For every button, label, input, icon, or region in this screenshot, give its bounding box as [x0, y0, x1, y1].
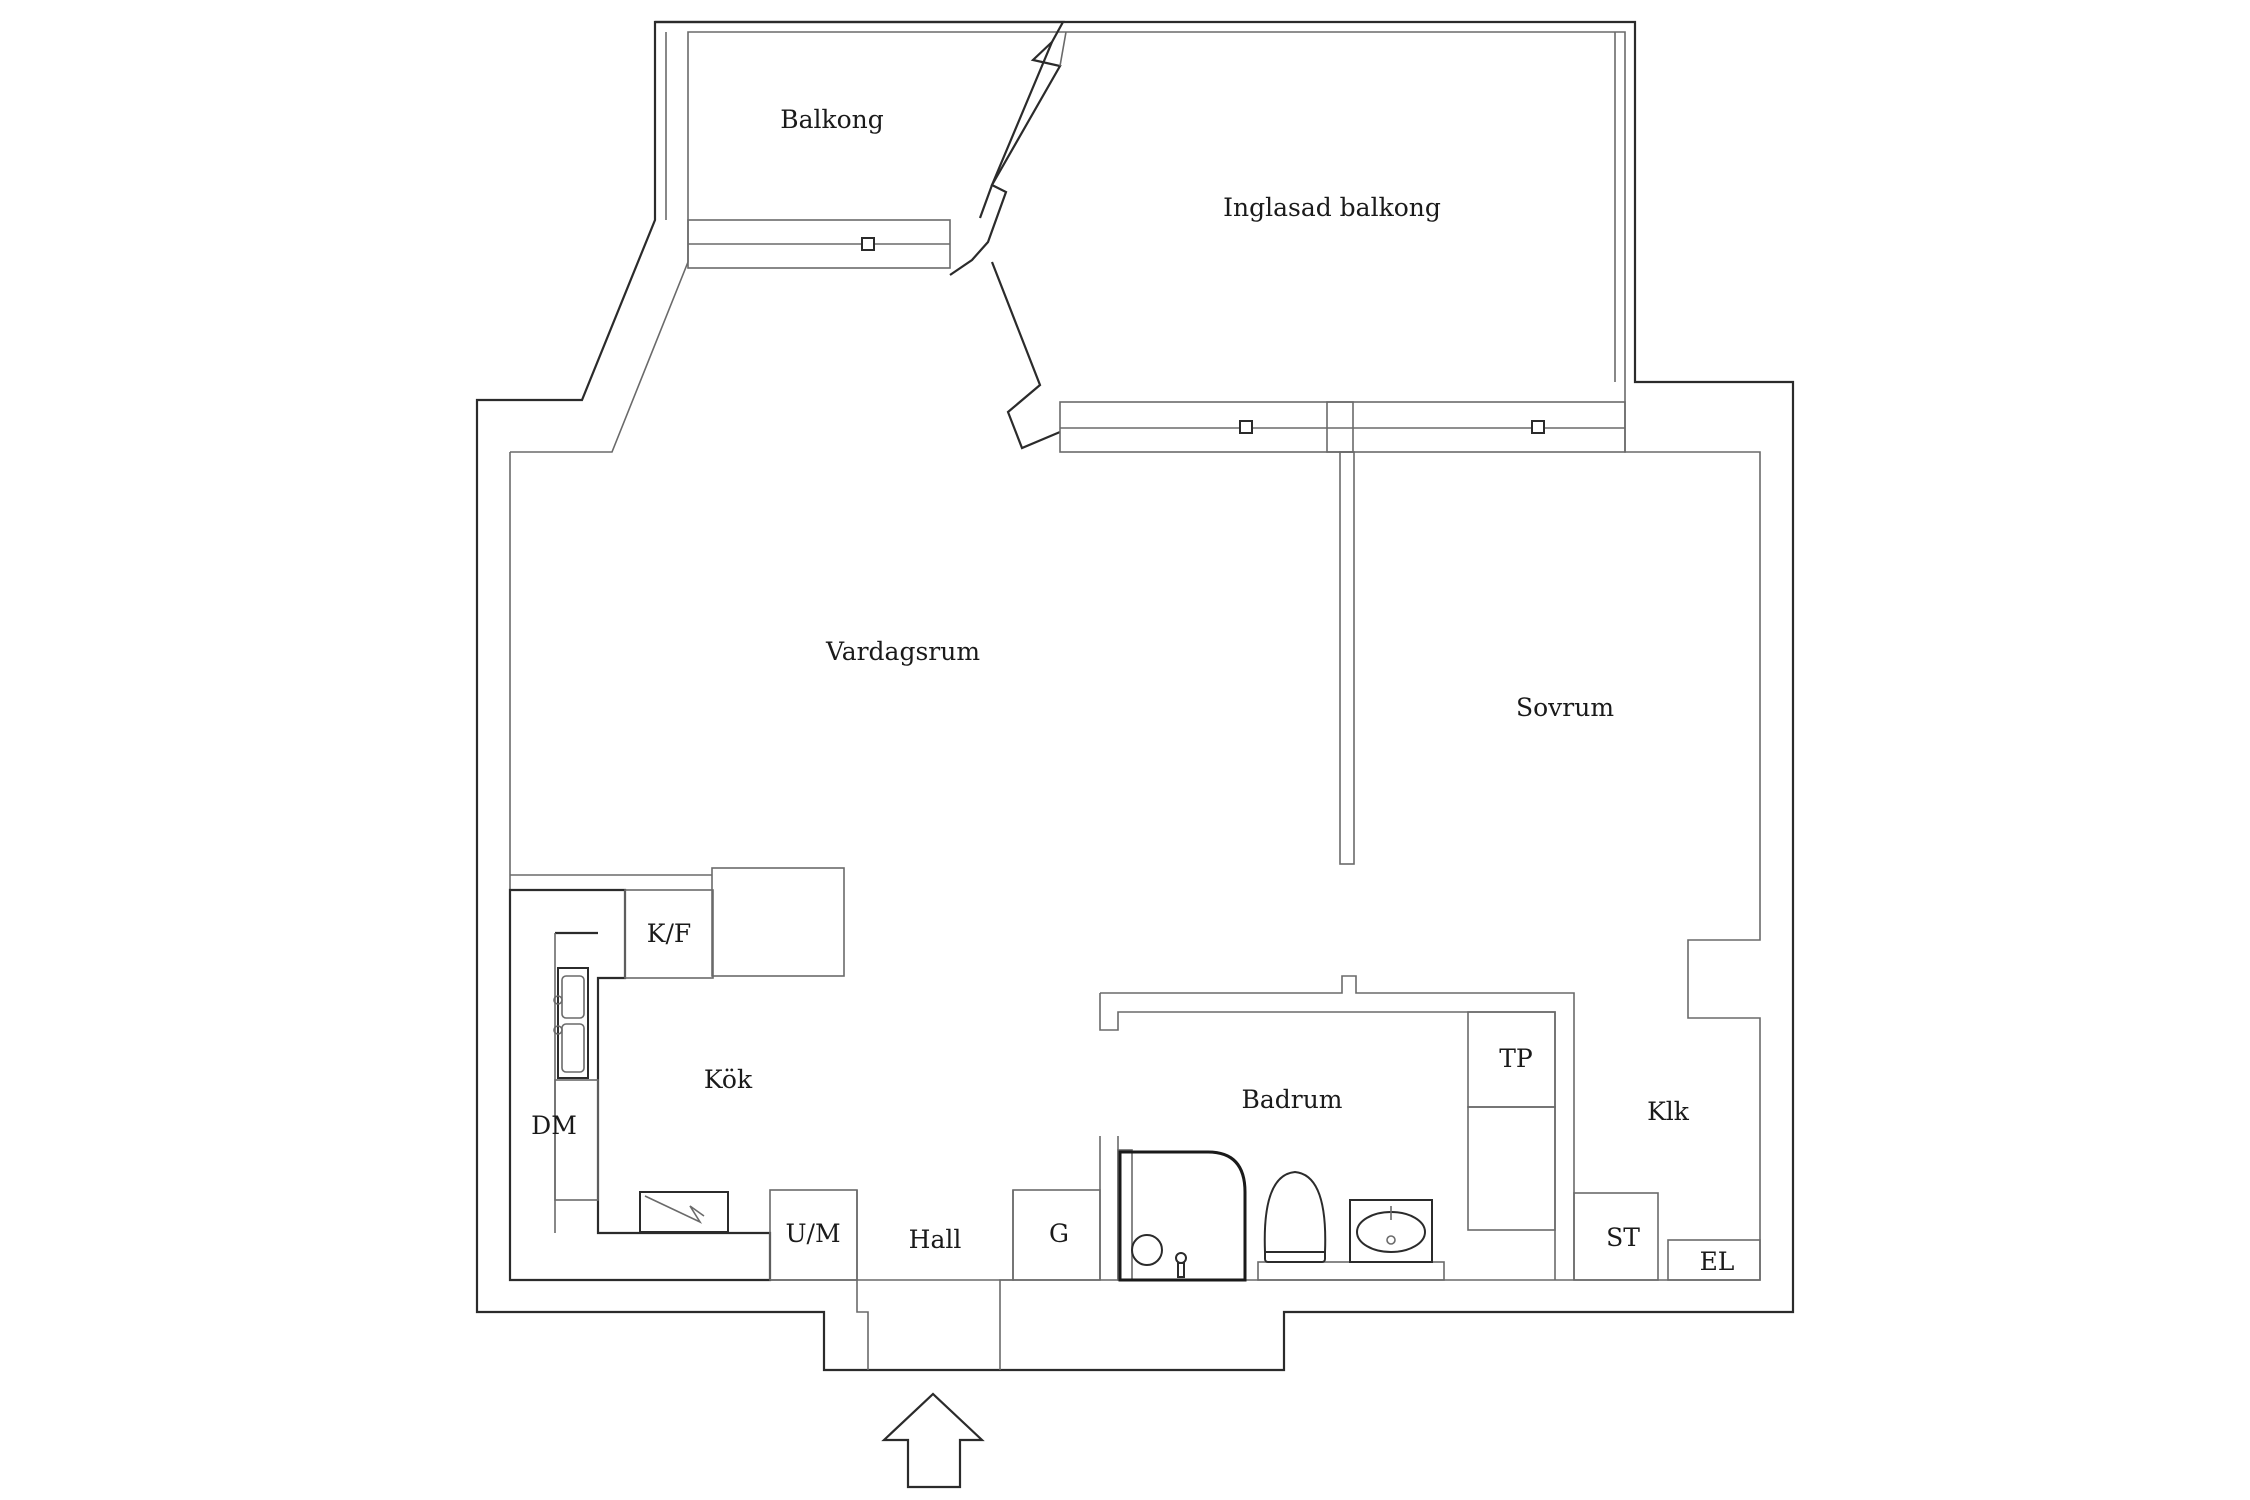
hall-fixtures [1012, 1189, 1761, 1281]
fixture-label-el: EL [1700, 1247, 1735, 1276]
kitchen-counter [508, 888, 858, 1282]
shower-icon [1118, 1150, 1247, 1282]
room-label-sovrum: Sovrum [1516, 693, 1614, 722]
room-label-badrum: Badrum [1241, 1085, 1342, 1114]
fixture-label-g: G [1049, 1219, 1069, 1248]
washbasin-icon [1349, 1199, 1433, 1263]
toilet-icon [1263, 1170, 1327, 1263]
balcony-walls [655, 20, 1626, 453]
room-label-vardagsrum: Vardagsrum [825, 637, 980, 666]
bathroom-fixtures [1117, 1011, 1556, 1282]
fixture-label-dm: DM [531, 1111, 577, 1140]
room-label-inglasad-balkong: Inglasad balkong [1223, 193, 1441, 222]
room-label-balkong: Balkong [780, 105, 884, 134]
room-label-kok: Kök [704, 1065, 753, 1094]
stove-icon [639, 1191, 729, 1233]
entrance-arrow-icon [881, 1392, 985, 1489]
fixture-label-tp: TP [1499, 1044, 1533, 1073]
fixture-label-um: U/M [785, 1219, 840, 1248]
fixture-label-kf: K/F [647, 919, 691, 948]
kitchen-sink-icon [553, 967, 589, 1079]
interior-walls [510, 401, 1575, 1370]
room-label-klk: Klk [1647, 1097, 1690, 1126]
room-label-hall: Hall [909, 1225, 962, 1254]
fixture-label-st: ST [1606, 1223, 1640, 1252]
